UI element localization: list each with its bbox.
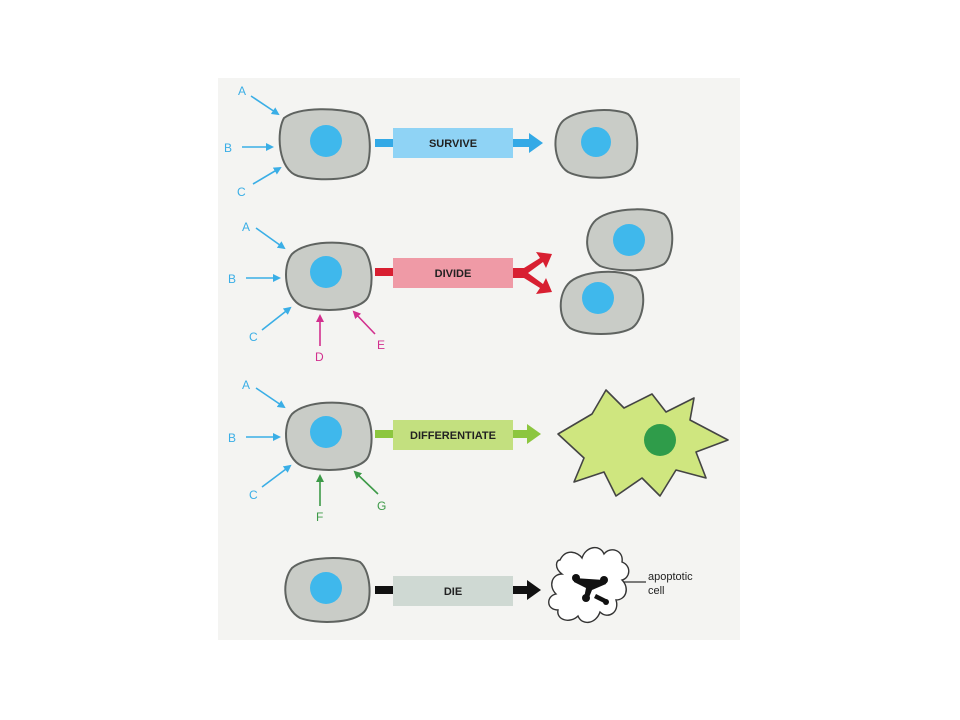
arrow-shaft xyxy=(513,139,531,147)
arrow-shaft xyxy=(513,586,529,594)
row-die: DIE apoptotic cell xyxy=(284,547,693,623)
signal-arrow-d: D xyxy=(315,314,324,364)
arrow-tail xyxy=(375,430,393,438)
process-box-survive xyxy=(393,128,513,158)
daughter-cell-top xyxy=(586,208,674,272)
signal-label: G xyxy=(377,499,386,513)
nucleus xyxy=(613,224,645,256)
signal-arrow-a: A xyxy=(238,84,280,116)
process-box-die xyxy=(393,576,513,606)
apoptotic-cell: apoptotic cell xyxy=(548,547,693,623)
signal-arrow-c: C xyxy=(249,464,292,502)
process-label: DIVIDE xyxy=(435,268,472,280)
apoptotic-label-line2: cell xyxy=(648,585,665,597)
process-label: SURVIVE xyxy=(429,138,477,150)
signal-arrow-c: C xyxy=(249,306,292,344)
arrow-shaft xyxy=(513,430,529,438)
signal-label: B xyxy=(228,272,236,286)
arrowhead xyxy=(527,424,541,444)
arrowhead xyxy=(529,133,543,153)
chromatin-fragments xyxy=(572,574,609,605)
nucleus xyxy=(310,256,342,288)
signal-arrow-b: B xyxy=(224,141,274,155)
nucleus xyxy=(310,416,342,448)
input-cell xyxy=(285,241,373,311)
nucleus xyxy=(582,282,614,314)
signal-label: A xyxy=(242,378,250,392)
fork-arrow xyxy=(513,252,552,294)
arrow-tail xyxy=(375,586,393,594)
arrow-tail xyxy=(375,268,393,276)
row-divide: A B C D E DIVIDE xyxy=(228,208,674,364)
signal-arrow-b: B xyxy=(228,272,281,286)
input-cell xyxy=(284,557,371,623)
nucleus xyxy=(644,424,676,456)
arrowhead xyxy=(527,580,541,600)
signal-arrow-e: E xyxy=(352,310,385,352)
differentiated-cell xyxy=(557,389,729,497)
row-differentiate: A B C F G DIFFERENTIATE xyxy=(228,378,729,524)
process-box-differentiate xyxy=(393,420,513,450)
signal-arrow-c: C xyxy=(237,166,282,199)
signal-label: A xyxy=(242,220,250,234)
daughter-cell-bottom xyxy=(559,270,645,335)
signal-label: C xyxy=(237,185,246,199)
signal-label: A xyxy=(238,84,246,98)
signal-arrow-f: F xyxy=(316,474,324,524)
apoptotic-label-line1: apoptotic xyxy=(648,571,693,583)
signal-arrow-g: G xyxy=(353,470,386,513)
signal-label: B xyxy=(228,431,236,445)
output-cell xyxy=(554,109,639,179)
signal-label: B xyxy=(224,141,232,155)
process-box-divide xyxy=(393,258,513,288)
input-cell xyxy=(285,401,373,471)
signal-label: C xyxy=(249,488,258,502)
nucleus xyxy=(310,572,342,604)
signal-arrow-b: B xyxy=(228,431,281,445)
process-label: DIFFERENTIATE xyxy=(410,430,496,442)
arrow-tail xyxy=(375,139,393,147)
signal-arrow-a: A xyxy=(242,220,286,250)
signal-label: F xyxy=(316,510,323,524)
process-label: DIE xyxy=(444,586,462,598)
signal-arrow-a: A xyxy=(242,378,286,409)
signal-label: E xyxy=(377,338,385,352)
nucleus xyxy=(581,127,611,157)
input-cell xyxy=(278,108,371,181)
row-survive: A B C SURVIVE xyxy=(224,84,639,199)
signal-label: D xyxy=(315,350,324,364)
signal-label: C xyxy=(249,330,258,344)
nucleus xyxy=(310,125,342,157)
